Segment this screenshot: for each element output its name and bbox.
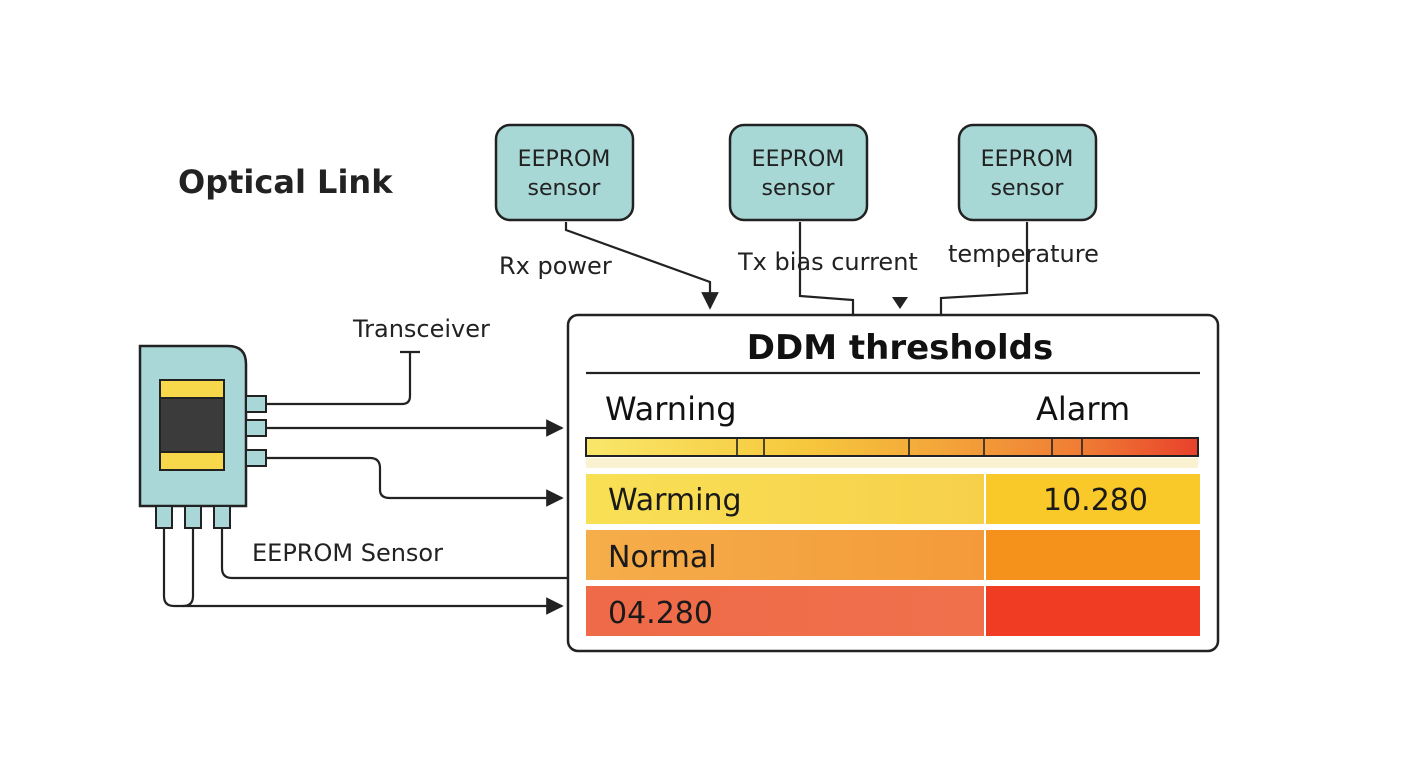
wire-pin-1 (162, 528, 564, 615)
row-warming-label: Warming (608, 483, 742, 518)
transceiver-label: Transceiver (352, 315, 490, 343)
wire-pin-2 (182, 528, 195, 608)
ddm-panel: DDM thresholds Warning Alarm Warming 10.… (566, 313, 1220, 653)
diagram-title: Optical Link (178, 163, 393, 201)
alarm-header: Alarm (1036, 390, 1130, 428)
eeprom-sensor-label: EEPROM Sensor (252, 539, 443, 567)
wire-tx (798, 222, 855, 314)
row-alarm-label: 04.280 (608, 596, 713, 631)
metric-temperature: temperature (948, 240, 1099, 268)
wire-port-3 (266, 456, 564, 507)
wire-rx (564, 222, 719, 310)
transceiver-device (138, 344, 267, 529)
wire-merge-arrow (892, 297, 908, 309)
sensor-tx-line1: EEPROM (752, 147, 845, 172)
metric-tx-bias: Tx bias current (737, 248, 918, 276)
metric-rx-power: Rx power (499, 252, 612, 280)
row-warming-value: 10.280 (1043, 483, 1148, 518)
warning-header: Warning (605, 390, 737, 428)
sensor-rx-line1: EEPROM (518, 147, 611, 172)
sensor-temp-line2: sensor (991, 176, 1065, 201)
wire-temp (939, 222, 1029, 314)
panel-title: DDM thresholds (747, 328, 1053, 368)
threshold-row-normal: Normal (586, 530, 1200, 580)
threshold-row-alarm: 04.280 (586, 586, 1200, 636)
threshold-row-warming: Warming 10.280 (586, 474, 1200, 524)
sensor-tx: EEPROM sensor (728, 123, 869, 222)
sensor-temp: EEPROM sensor (957, 123, 1098, 222)
row-normal-label: Normal (608, 540, 717, 575)
threshold-meter (585, 437, 1199, 468)
transceiver-leader (266, 350, 420, 406)
sensor-tx-line2: sensor (762, 176, 836, 201)
sensor-rx-line2: sensor (528, 176, 602, 201)
sensor-rx: EEPROM sensor (494, 123, 635, 222)
sensor-temp-line1: EEPROM (981, 147, 1074, 172)
wire-pin-3 (220, 528, 568, 580)
